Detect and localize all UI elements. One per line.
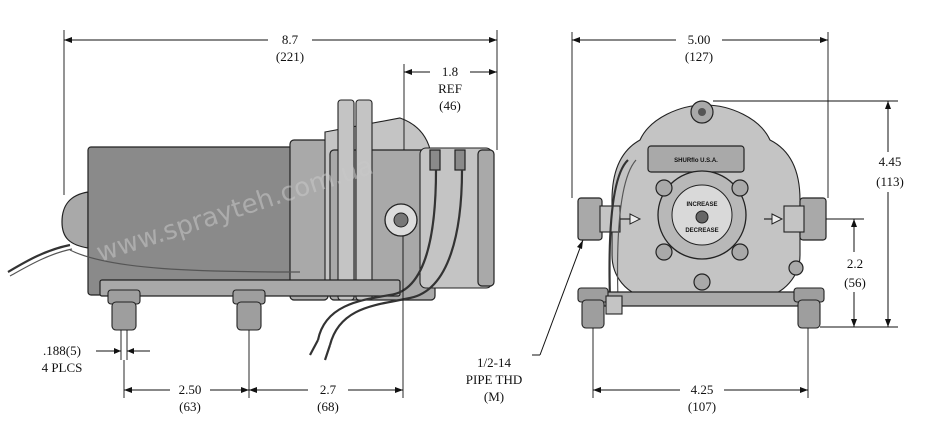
- hole-count: 4 PLCS: [42, 360, 83, 375]
- thread-leader: [539, 239, 584, 356]
- overall-length-inch: 8.7: [282, 32, 299, 47]
- front-wire-clip: [605, 295, 623, 315]
- thread-gender: (M): [484, 389, 504, 404]
- side-dimensions: 8.7 (221) 1.8 REF (46) .188(5) 4 PLCS 2.…: [42, 30, 498, 416]
- lead-wire: [7, 243, 71, 273]
- overall-width-mm: (127): [685, 49, 713, 64]
- switch-wire-2: [328, 169, 464, 346]
- mount-width-inch: 4.25: [691, 382, 714, 397]
- overall-height-inch: 4.45: [879, 154, 902, 169]
- foot-spacing-mm: (63): [179, 399, 201, 414]
- lead-wire-secondary: [9, 248, 73, 277]
- brand-plate-text: SHURflo U.S.A.: [674, 158, 718, 164]
- foot-port-mm: (68): [317, 399, 339, 414]
- switch-wire-1: [316, 169, 438, 341]
- foot-left: [107, 289, 141, 331]
- harness-wire: [69, 249, 301, 273]
- terminal-right: [454, 149, 466, 171]
- increase-label: INCREASE: [686, 202, 717, 208]
- front-base: [597, 291, 811, 307]
- terminal-left: [429, 149, 441, 171]
- thread-leader-arrow: [577, 240, 583, 249]
- head-ref-mm: (46): [439, 98, 461, 113]
- wire-end-2: [323, 344, 332, 361]
- head-rib-1: [337, 99, 355, 301]
- front-dimensions: 5.00 (127) 4.45 (113) 2.2 (56) 4.25 (107…: [466, 30, 914, 416]
- overall-height-mm: (113): [876, 174, 904, 189]
- foot-spacing-inch: 2.50: [179, 382, 202, 397]
- hole-arrows: [114, 348, 134, 354]
- adjust-screw: [695, 210, 709, 224]
- mount-width-mm: (107): [688, 399, 716, 414]
- wire-end-1: [309, 339, 319, 356]
- top-mount-hole: [698, 108, 706, 116]
- head-ref-ref: REF: [438, 81, 462, 96]
- front-foot-right: [793, 287, 825, 329]
- port-height-inch: 2.2: [847, 256, 863, 271]
- motor-end-cap: [61, 191, 89, 249]
- decrease-label: DECREASE: [685, 228, 718, 234]
- port-height-mm: (56): [844, 275, 866, 290]
- side-view: [7, 99, 495, 361]
- thread-type: PIPE THD: [466, 372, 522, 387]
- front-foot-left: [577, 287, 609, 329]
- switch-cap: [477, 149, 495, 287]
- front-wire-2: [616, 159, 637, 301]
- front-view: SHURflo U.S.A. INCREASE DECREASE: [577, 100, 827, 329]
- motor-band: [289, 139, 329, 301]
- front-wire: [608, 159, 629, 301]
- head-rib-2: [355, 99, 373, 301]
- overall-length-mm: (221): [276, 49, 304, 64]
- side-port-bore: [393, 212, 409, 228]
- foot-port-inch: 2.7: [320, 382, 337, 397]
- overall-width-inch: 5.00: [688, 32, 711, 47]
- right-port-fitting: [764, 197, 827, 241]
- foot-right: [232, 289, 266, 331]
- head-bolts: [655, 179, 804, 291]
- head-ref-inch: 1.8: [442, 64, 458, 79]
- thread-size: 1/2-14: [477, 355, 511, 370]
- hole-size: .188(5): [43, 343, 81, 358]
